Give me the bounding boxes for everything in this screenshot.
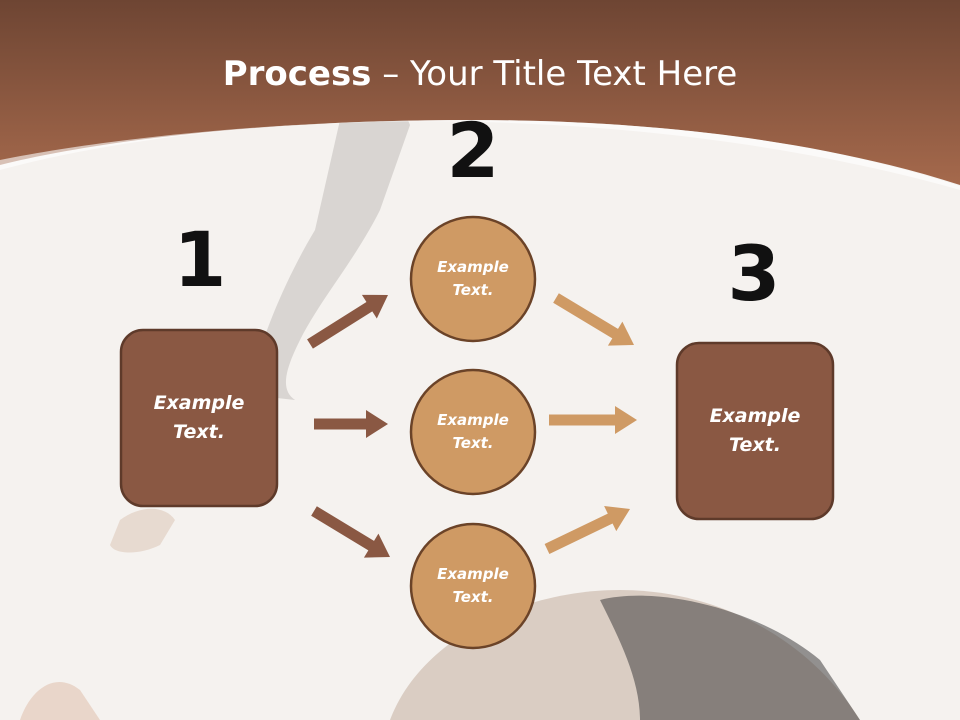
step-number-3: 3 <box>727 229 781 318</box>
step-number-1: 1 <box>173 215 227 304</box>
arrow-1-to-2b <box>314 410 388 438</box>
box-step-1 <box>119 328 279 508</box>
box-3-label: Example Text. <box>709 405 801 456</box>
header-band <box>0 0 960 185</box>
arrow-1-to-2c <box>311 506 390 558</box>
circle-step-2-3 <box>409 522 537 650</box>
arrow-1-to-2a <box>307 294 388 349</box>
circle-step-2-1 <box>409 215 537 343</box>
title-rest: – Your Title Text Here <box>371 54 738 94</box>
title-strong: Process <box>222 54 372 94</box>
header-swoosh <box>0 120 960 190</box>
box-step-3 <box>675 341 835 521</box>
box-1-label: Example Text. <box>153 392 245 443</box>
circle-3-label: Example Text. <box>437 565 509 606</box>
circle-2-label: Example Text. <box>437 411 509 452</box>
arrow-2a-to-3 <box>553 293 634 346</box>
step-number-2: 2 <box>446 106 500 195</box>
arrow-2c-to-3 <box>544 505 630 554</box>
circle-step-2-2 <box>409 368 537 496</box>
circle-1-label: Example Text. <box>437 258 509 299</box>
arrow-2b-to-3 <box>549 406 637 434</box>
page-title: Process – Your Title Text Here <box>0 52 960 96</box>
